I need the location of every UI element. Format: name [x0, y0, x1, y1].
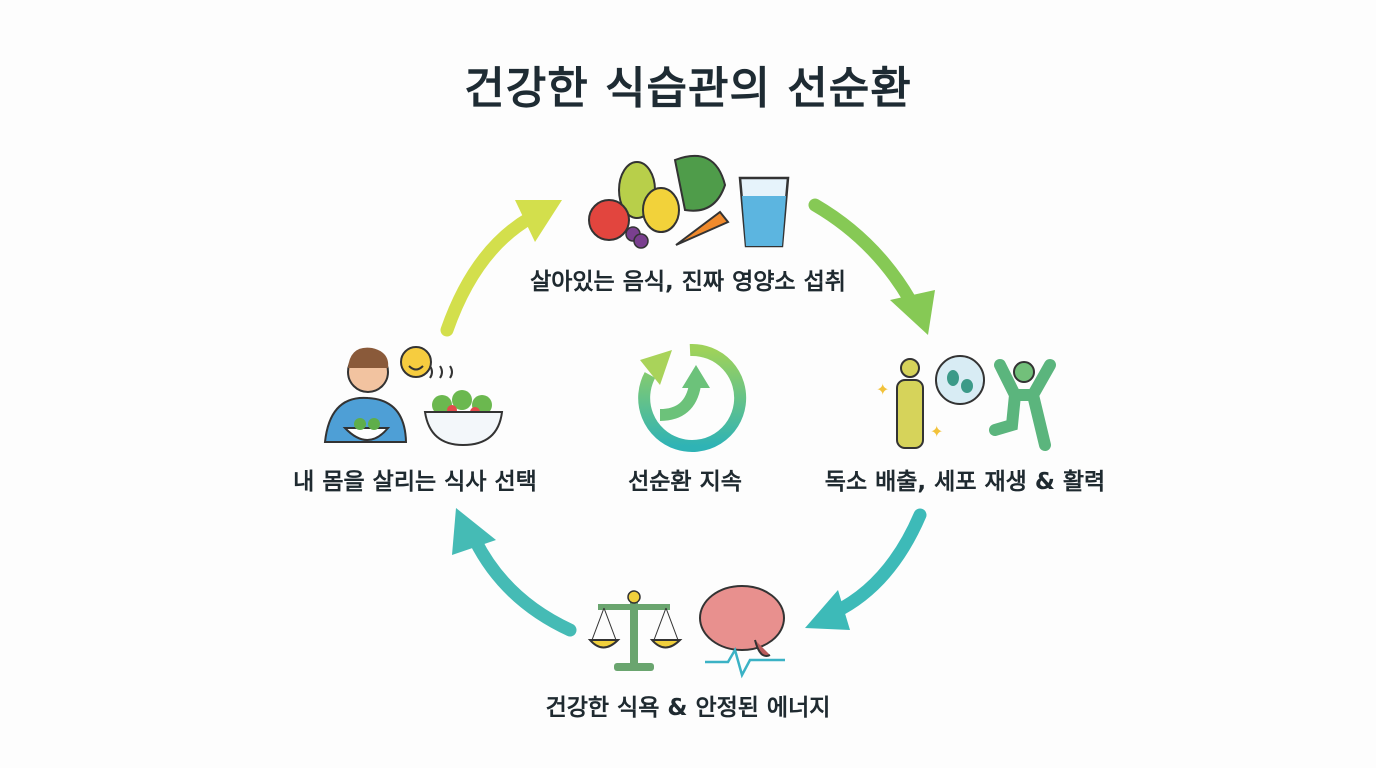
fruits-vegetables-icon [588, 155, 730, 249]
brain-icon [699, 585, 785, 679]
balance-scale-icon [587, 590, 683, 671]
water-glass-icon [738, 176, 790, 248]
arrow-bottom-right [805, 508, 927, 630]
diagram-title: 건강한 식습관의 선순환 [464, 63, 912, 114]
cycle-icon [638, 343, 747, 452]
arrow-top-right [808, 198, 935, 335]
node-label-top: 살아있는 음식, 진짜 영양소 섭취 [530, 269, 846, 295]
node-label-left: 내 몸을 살리는 식사 선택 [293, 469, 537, 495]
glowing-person-icon: ✦ ✦ [876, 358, 943, 449]
svg-text:✦: ✦ [930, 422, 943, 441]
arrow-top-left [440, 200, 562, 337]
arrow-bottom-left [452, 508, 577, 637]
energetic-person-icon [989, 359, 1056, 451]
node-label-right: 독소 배출, 세포 재생 & 활력 [824, 469, 1106, 495]
cell-bubble-icon [935, 355, 985, 405]
smiley-icon [400, 346, 432, 378]
center-label: 선순환 지속 [628, 469, 742, 495]
salad-bowl-icon [423, 365, 504, 447]
person-eating-icon [323, 347, 408, 443]
node-label-bottom: 건강한 식욕 & 안정된 에너지 [545, 695, 831, 721]
svg-text:✦: ✦ [876, 380, 889, 399]
